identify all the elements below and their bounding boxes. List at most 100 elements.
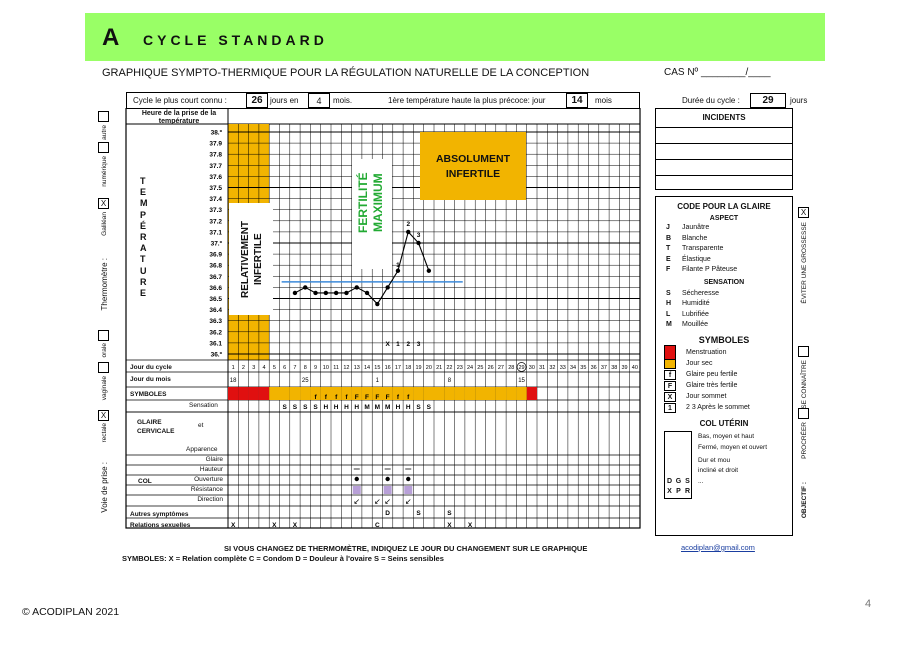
appearance-mark: F bbox=[386, 394, 390, 401]
label-connaitre: SE CONNAÎTRE bbox=[801, 360, 808, 409]
menstruation-cell bbox=[248, 387, 259, 400]
day-number: 39 bbox=[621, 365, 627, 371]
day-number: 12 bbox=[343, 365, 349, 371]
col-row-label: Ouverture bbox=[194, 476, 223, 483]
day-number: 25 bbox=[477, 365, 483, 371]
checkbox-eviter[interactable]: X bbox=[798, 207, 809, 218]
legend-aspect: ASPECT bbox=[709, 215, 739, 222]
page-number: 4 bbox=[865, 598, 872, 610]
glaire-label: GLAIRE CERVICALE bbox=[137, 419, 175, 435]
col-row-label: Hauteur bbox=[199, 466, 223, 473]
high-temp-mark: 3 bbox=[417, 232, 421, 239]
checkbox-proceder[interactable] bbox=[798, 408, 809, 419]
appearance-mark: f bbox=[397, 394, 400, 401]
day-number: 33 bbox=[560, 365, 566, 371]
jours-label: jours bbox=[790, 96, 808, 105]
day-number: 13 bbox=[354, 365, 360, 371]
menstruation-cell bbox=[238, 387, 249, 400]
dry-day-cell bbox=[341, 387, 352, 400]
temp-tick-label: 37.º bbox=[211, 241, 223, 248]
day-number: 16 bbox=[385, 365, 391, 371]
menstruation-cell bbox=[526, 387, 537, 400]
first-high-value[interactable]: 14 bbox=[566, 93, 588, 108]
day-number: 22 bbox=[446, 365, 452, 371]
day-number: 3 bbox=[252, 365, 255, 371]
col-row-label: Direction bbox=[197, 496, 223, 503]
symbol-legend-item: Jour sec bbox=[664, 359, 792, 370]
col-letter: D bbox=[666, 477, 673, 485]
appearance-mark: f bbox=[407, 394, 410, 401]
appearance-mark: f bbox=[345, 394, 348, 401]
checkbox-numerique[interactable] bbox=[98, 142, 109, 153]
day-number: 2 bbox=[242, 365, 245, 371]
day-number: 5 bbox=[273, 365, 276, 371]
temperature-letter: E bbox=[140, 287, 147, 298]
temperature-letter: R bbox=[140, 231, 147, 242]
copyright: © ACODIPLAN 2021 bbox=[22, 606, 120, 618]
jours-en: jours en bbox=[270, 96, 299, 105]
day-number: 20 bbox=[426, 365, 432, 371]
cervix-direction-mark: ↙ bbox=[384, 497, 391, 506]
day-number: 31 bbox=[539, 365, 545, 371]
col-letter: X bbox=[667, 487, 672, 495]
label-vaginale: vaginale bbox=[101, 376, 108, 401]
label-numerique: numérique bbox=[101, 156, 108, 187]
checkbox-galilean[interactable]: X bbox=[98, 198, 109, 209]
temp-tick-label: 37.4 bbox=[209, 196, 222, 203]
label-orale: orale bbox=[101, 343, 108, 358]
temp-tick-label: 37.9 bbox=[209, 141, 222, 148]
day-number: 35 bbox=[580, 365, 586, 371]
symptom-mark: S bbox=[447, 510, 452, 517]
months-value[interactable]: 4 bbox=[308, 93, 330, 108]
shortest-value[interactable]: 26 bbox=[246, 93, 268, 108]
fertilite-label: FERTILITÉ MAXIMUM bbox=[356, 172, 385, 234]
label-autre: autre bbox=[101, 125, 108, 140]
sensation-mark: S bbox=[282, 404, 287, 411]
month-day: 1 bbox=[376, 378, 380, 384]
checkbox-connaitre[interactable] bbox=[798, 346, 809, 357]
incidents-box: INCIDENTS bbox=[655, 108, 793, 190]
sensation-mark: H bbox=[406, 404, 411, 411]
day-row-label: Jour du cycle bbox=[130, 364, 172, 371]
checkbox-autre[interactable] bbox=[98, 111, 109, 122]
symbol-legend-item: Menstruation bbox=[664, 345, 792, 361]
col-letter: S bbox=[685, 477, 690, 485]
sensation-mark: H bbox=[323, 404, 328, 411]
relativement-label: RELATIVEMENT INFERTILE bbox=[240, 220, 264, 298]
low-reference-mark: 2 bbox=[406, 341, 410, 348]
checkbox-rectale[interactable]: X bbox=[98, 410, 109, 421]
checkbox-orale[interactable] bbox=[98, 330, 109, 341]
sensation-mark: H bbox=[334, 404, 339, 411]
dry-day-cell bbox=[361, 387, 373, 400]
dry-day-cell bbox=[300, 387, 311, 400]
appearance-mark: F bbox=[375, 394, 379, 401]
day-number: 6 bbox=[283, 365, 286, 371]
temperature-letter: T bbox=[140, 176, 146, 186]
col-letter: P bbox=[676, 487, 681, 495]
header-band bbox=[85, 13, 825, 61]
label-voie: Voie de prise : bbox=[100, 462, 109, 513]
dry-day-cell bbox=[289, 387, 301, 400]
relativement-box: RELATIVEMENT INFERTILE bbox=[229, 203, 273, 315]
day-number: 38 bbox=[611, 365, 617, 371]
appearance-mark: F bbox=[355, 394, 359, 401]
cervix-resistance-mark bbox=[404, 486, 413, 494]
cervix-opening-mark bbox=[385, 476, 390, 482]
temp-tick-label: 37.1 bbox=[209, 229, 222, 236]
duration-value[interactable]: 29 bbox=[750, 93, 786, 108]
menstruation-cell bbox=[228, 387, 239, 400]
mois-label: mois. bbox=[333, 96, 353, 105]
email-link[interactable]: acodiplan@gmail.com bbox=[681, 543, 755, 552]
col-letter: G bbox=[675, 477, 682, 485]
checkbox-vaginale[interactable] bbox=[98, 362, 109, 373]
day-number: 14 bbox=[364, 365, 370, 371]
day-number: 29 bbox=[518, 365, 524, 371]
dry-day-cell bbox=[320, 387, 331, 400]
temp-tick-label: 36.4 bbox=[209, 307, 222, 314]
dry-day-cell bbox=[351, 387, 362, 400]
legend-sensation: SENSATION bbox=[703, 278, 745, 286]
